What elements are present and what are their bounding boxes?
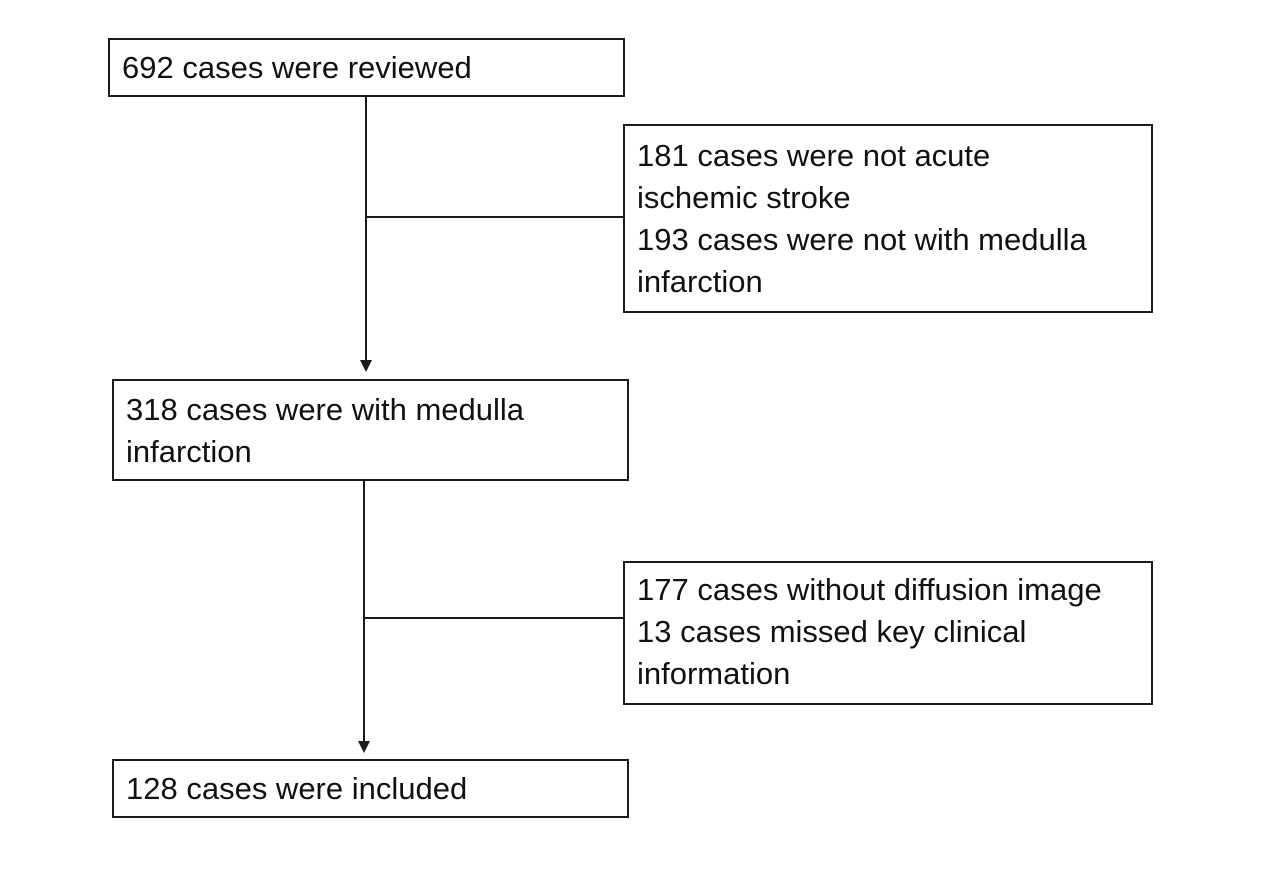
box-exclusion-1-line-1: 181 cases were not acute [637,138,991,173]
arrowhead-included [358,741,370,753]
box-exclusion-1-line-3: 193 cases were not with medulla [637,222,1087,257]
box-reviewed: 692 cases were reviewed [108,38,625,97]
box-exclusion-2-line-3: information [637,656,791,691]
arrowhead-medulla [360,360,372,372]
box-exclusion-2-line-1: 177 cases without diffusion image [637,572,1102,607]
box-included-line-1: 128 cases were included [126,771,468,806]
box-medulla: 318 cases were with medulla infarction [112,379,629,481]
box-exclusion-2-line-2: 13 cases missed key clinical [637,614,1027,649]
box-exclusion-1: 181 cases were not acute ischemic stroke… [623,124,1153,313]
box-medulla-line-1: 318 cases were with medulla [126,392,525,427]
box-reviewed-line-1: 692 cases were reviewed [122,50,472,85]
box-exclusion-1-line-2: ischemic stroke [637,180,851,215]
box-medulla-line-2: infarction [126,434,252,469]
box-exclusion-1-line-4: infarction [637,264,763,299]
box-included: 128 cases were included [112,759,629,818]
box-exclusion-2: 177 cases without diffusion image 13 cas… [623,561,1153,705]
